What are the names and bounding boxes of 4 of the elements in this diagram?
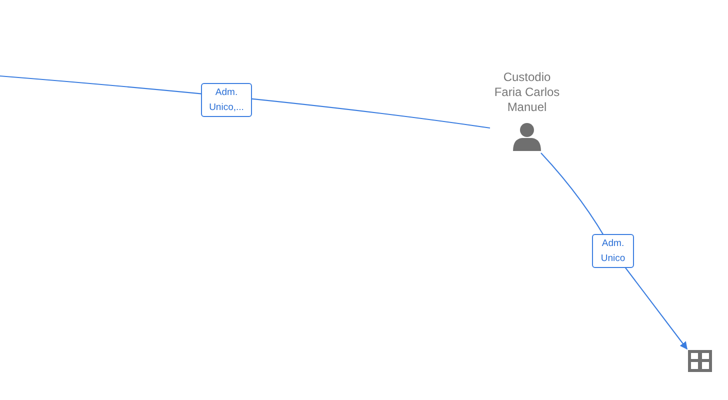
edge-label: Adm. Unico,... [201, 83, 252, 117]
person-name: Custodio Faria Carlos Manuel [493, 70, 561, 115]
connector-line [0, 75, 490, 129]
edge-label: Adm. Unico [592, 234, 634, 268]
